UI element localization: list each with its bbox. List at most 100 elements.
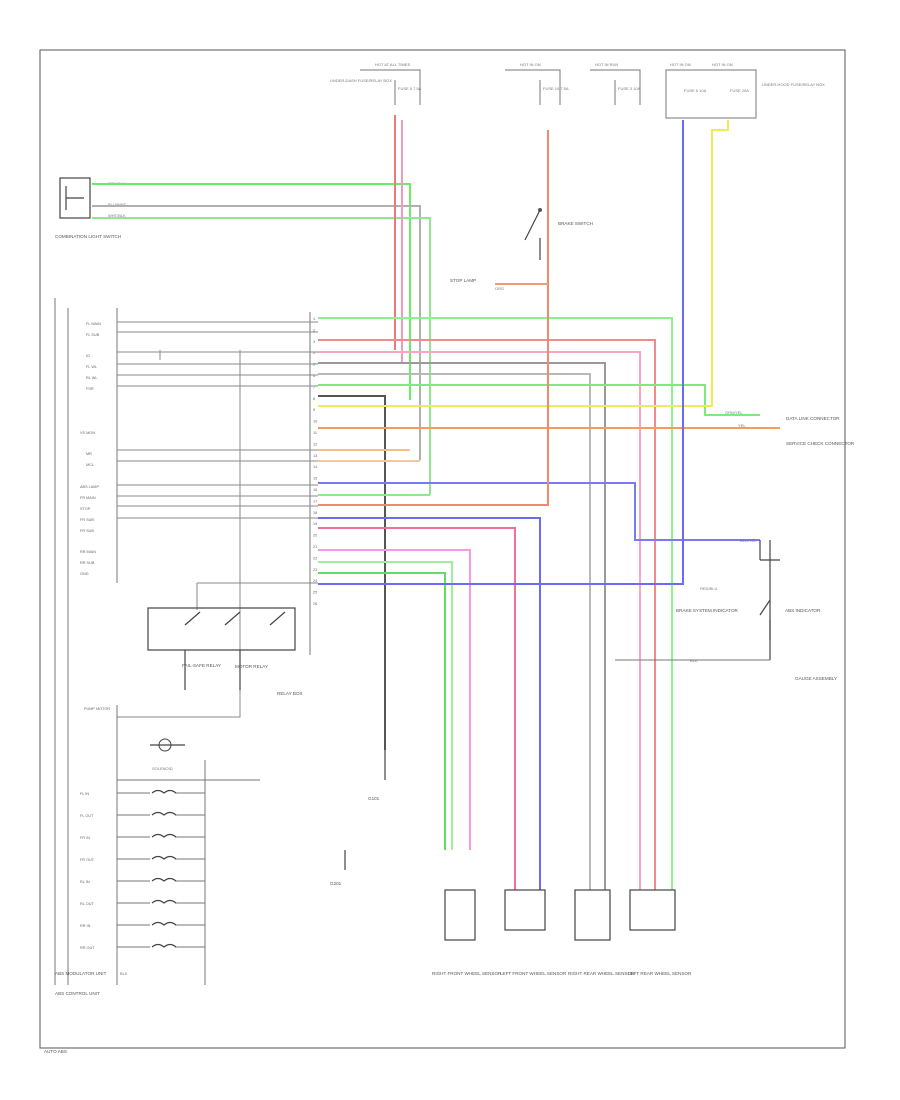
connector-pin-number: 20 bbox=[313, 534, 317, 538]
gauge-assembly: BLU/YEL RED/BLU BRAKE SYSTEM INDICATOR A… bbox=[615, 538, 837, 681]
pin-rr-sub: RR SUB bbox=[80, 561, 95, 565]
connector-pin-number: 13 bbox=[313, 454, 317, 458]
abs-indicator-label: ABS INDICATOR bbox=[785, 608, 821, 613]
connector-pin-number: 5 bbox=[313, 363, 315, 367]
connector-pin-number: 25 bbox=[313, 591, 317, 595]
abs-control-unit: FL MAIN FL SUB IG FL WL RL WL FSR VS MON… bbox=[54, 298, 118, 985]
combination-switch: COMBINATION LIGHT SWITCH GRN/BLK BLU/WHT… bbox=[55, 177, 127, 239]
fuse-b-label: FUSE 10 7.5A bbox=[543, 86, 569, 91]
fuse-e-label: FUSE 20A bbox=[730, 88, 749, 93]
relay-box-label: RELAY BOX bbox=[277, 691, 303, 696]
gauge-assembly-label: GAUGE ASSEMBLY bbox=[795, 676, 837, 681]
fuse-block-2-label: HOT IN ON bbox=[520, 62, 541, 67]
abs-control-unit-label: ABS CONTROL UNIT bbox=[55, 991, 100, 996]
wheel-sensors: RIGHT FRONT WHEEL SENSOR LEFT FRONT WHEE… bbox=[432, 889, 692, 976]
diagram-frame bbox=[39, 49, 846, 1049]
pin-fr-main: FR MAIN bbox=[80, 496, 96, 500]
connector-pin-number: 10 bbox=[313, 420, 317, 424]
fail-safe-relay-label: FAIL-SAFE RELAY bbox=[182, 663, 221, 668]
colored-wires bbox=[92, 115, 780, 890]
brake-switch-label: BRAKE SWITCH bbox=[558, 221, 593, 226]
pin-stop: STOP bbox=[80, 507, 91, 511]
fuse-c-label: FUSE 3 10A bbox=[618, 86, 641, 91]
pin-abs-lamp: ABS LAMP bbox=[80, 485, 99, 489]
rr-sensor-label: RIGHT REAR WHEEL SENSOR bbox=[568, 971, 635, 976]
modulator-pin-label: RR OUT bbox=[80, 946, 95, 950]
connector-pin-number: 18 bbox=[313, 511, 317, 515]
fl-sensor-label: LEFT FRONT WHEEL SENSOR bbox=[500, 971, 567, 976]
fuse-block-4-label: HOT IN ON bbox=[670, 62, 691, 67]
combination-switch-label: COMBINATION LIGHT SWITCH bbox=[55, 234, 121, 239]
connector-column: 1234567891011121314151617181920212223242… bbox=[309, 312, 317, 655]
rl-sensor-label: LEFT REAR WHEEL SENSOR bbox=[628, 971, 692, 976]
stop-lamp-label: STOP LAMP bbox=[450, 278, 476, 283]
pin-rr-main: RR MAIN bbox=[80, 550, 96, 554]
fuse-box-top-left: HOT AT ALL TIMES UNDER-DASH FUSE/RELAY B… bbox=[330, 62, 422, 105]
solenoid-coil bbox=[151, 899, 177, 904]
connector-pin-number: 24 bbox=[313, 579, 317, 583]
under-dash-fuse-label: UNDER-DASH FUSE/RELAY BOX bbox=[330, 78, 392, 83]
harness-black bbox=[117, 321, 318, 718]
wire-code-org-lamp: ORG bbox=[495, 286, 504, 291]
under-hood-fuse-label: UNDER-HOOD FUSE/RELAY BOX bbox=[762, 82, 825, 87]
modulator-pin-label: RL OUT bbox=[80, 902, 94, 906]
data-link-area: GRN/YEL YEL DATA LINK CONNECTOR SERVICE … bbox=[725, 410, 855, 446]
modulator-pin-label: FR IN bbox=[80, 836, 90, 840]
fuse-box-top-mid: HOT IN ON FUSE 10 7.5A bbox=[505, 62, 569, 105]
wire-code-wht-blk: WHT/BLK bbox=[108, 213, 126, 218]
connector-pin-number: 11 bbox=[313, 431, 317, 435]
abs-modulator-label: ABS MODULATOR UNIT bbox=[55, 971, 107, 976]
modulator-pin-label: RL IN bbox=[80, 880, 90, 884]
connector-pin-number: 9 bbox=[313, 408, 315, 412]
fuse-block-1-label: HOT AT ALL TIMES bbox=[375, 62, 410, 67]
connector-pin-number: 15 bbox=[313, 477, 317, 481]
pin-fr-sub2: FR SUB bbox=[80, 529, 94, 533]
connector-pin-number: 1 bbox=[313, 317, 315, 321]
motor-relay-label: MOTOR RELAY bbox=[235, 664, 268, 669]
pin-ig: IG bbox=[86, 354, 90, 358]
connector-pin-number: 22 bbox=[313, 556, 317, 560]
pin-gnd: GND bbox=[80, 572, 89, 576]
connector-pin-number: 2 bbox=[313, 328, 315, 332]
pin-fl-main: FL MAIN bbox=[86, 322, 101, 326]
relay-box: FAIL-SAFE RELAY MOTOR RELAY RELAY BOX bbox=[147, 607, 303, 696]
solenoid-coil bbox=[151, 811, 177, 816]
solenoid-coil bbox=[151, 855, 177, 860]
connector-pin-number: 21 bbox=[313, 545, 317, 549]
fuse-a-label: FUSE 5 7.5A bbox=[398, 86, 422, 91]
pump-motor-label: PUMP MOTOR bbox=[84, 707, 110, 711]
fuse-block-5-label: HOT IN ON bbox=[712, 62, 733, 67]
connector-pin-number: 14 bbox=[313, 465, 317, 469]
fuse-box-top-mid2: HOT IN RUN FUSE 3 10A bbox=[590, 62, 641, 105]
ground-1-label: G101 bbox=[368, 796, 380, 801]
wire-code-yel: YEL bbox=[738, 423, 746, 428]
wire-code-grn-yel: GRN/YEL bbox=[725, 410, 743, 415]
connector-pin-number: 7 bbox=[313, 385, 315, 389]
grounds: G101 G201 bbox=[330, 750, 386, 886]
modulator-pin-label: FL OUT bbox=[80, 814, 94, 818]
solenoid-coil bbox=[151, 921, 177, 926]
wire-code-blu-wht: BLU/WHT bbox=[108, 202, 127, 207]
solenoid-coil bbox=[151, 943, 177, 948]
brake-indicator-label: BRAKE SYSTEM INDICATOR bbox=[676, 608, 739, 613]
solenoid-coil bbox=[151, 833, 177, 838]
fuse-box-top-right: HOT IN ON HOT IN ON FUSE 5 10A FUSE 20A … bbox=[665, 62, 825, 119]
solenoid-label: SOLENOID bbox=[152, 766, 173, 771]
brake-switch: BRAKE SWITCH STOP LAMP ORG bbox=[450, 208, 593, 291]
connector-pin-number: 3 bbox=[313, 340, 315, 344]
fuse-d-label: FUSE 5 10A bbox=[684, 88, 707, 93]
modulator-pin-label: RR IN bbox=[80, 924, 91, 928]
pin-mr: MR bbox=[86, 452, 92, 456]
wire-code-blk-mod: BLK bbox=[120, 971, 128, 976]
data-link-label: DATA LINK CONNECTOR bbox=[786, 416, 840, 421]
pin-fl-wl: FL WL bbox=[86, 365, 97, 369]
solenoid-coil bbox=[151, 789, 177, 794]
connector-pin-number: 4 bbox=[313, 351, 315, 355]
connector-pin-number: 16 bbox=[313, 488, 317, 492]
footnote: AUTO ABS bbox=[44, 1049, 67, 1054]
fr-sensor-label: RIGHT FRONT WHEEL SENSOR bbox=[432, 971, 502, 976]
ground-2-label: G201 bbox=[330, 881, 342, 886]
